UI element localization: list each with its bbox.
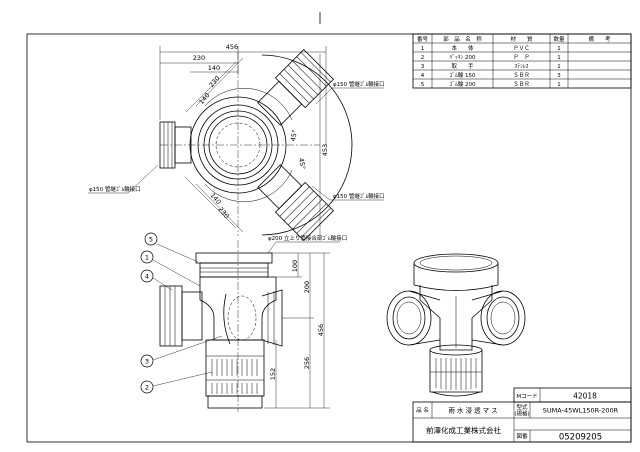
sheet-border: [26, 33, 632, 443]
table-cell: 1: [557, 55, 561, 61]
dim-256: 256: [303, 357, 311, 369]
dim-100: 100: [291, 260, 299, 272]
table-cell: ＳＢＲ: [513, 72, 530, 79]
dim-140: 140: [208, 64, 220, 72]
balloon-4-label: 4: [145, 273, 149, 281]
dim-152: 152: [269, 368, 277, 380]
dim-140-diag-bottom: 140: [208, 191, 222, 206]
table-cell: ＰＶＣ: [513, 45, 530, 52]
balloon-3-label: 3: [145, 358, 149, 366]
model-label-sub: (規格): [514, 410, 529, 418]
col-header-note: 備 考: [588, 35, 611, 43]
product-name-label: 品 名: [416, 406, 429, 414]
riser-callout: φ200 立上り管接合部ｺﾞﾑ輪接口: [268, 234, 347, 242]
side-view: [152, 240, 340, 412]
table-cell: ｽﾃﾝﾚｽ: [515, 63, 529, 70]
table-cell: 1: [421, 46, 425, 52]
callout-lower-right: φ150 管継ｺﾞﾑ輪接口: [333, 192, 385, 200]
dim-230-diag-top: 230: [207, 74, 221, 89]
title-block-text: Mコード 42018 品 名 雨 水 浸 透 マ ス 型式 (規格) SUMA-…: [416, 392, 619, 443]
dim-200: 200: [303, 281, 311, 293]
part-balloons: 5 1 4 3 2: [140, 232, 158, 394]
balloon-2: [140, 380, 154, 394]
dim-456: 456: [226, 43, 238, 51]
table-cell: 1: [557, 64, 561, 70]
table-cell: ﾊﾟｯｷﾝ 200: [450, 54, 476, 61]
model-label: 型式: [516, 403, 528, 411]
balloon-1-label: 1: [145, 254, 149, 262]
table-cell: Ｐ Ｐ: [513, 54, 530, 61]
col-header-material: 材 質: [510, 35, 533, 43]
isometric-view: [386, 253, 526, 397]
angle-45-bottom: 45°: [297, 157, 307, 170]
title-block: [412, 387, 632, 443]
table-cell: 4: [421, 73, 425, 79]
callout-upper-right: φ150 管継ｺﾞﾑ輪接口: [333, 80, 385, 88]
table-cell: 5: [421, 82, 425, 88]
table-cell: ｺﾞﾑ輪 150: [450, 71, 476, 79]
callout-left: φ150 管継ｺﾞﾑ輪接口: [89, 185, 141, 193]
drawing-number-label: 図番: [516, 433, 528, 440]
dim-453: 453: [321, 144, 329, 156]
dim-140-diag-top: 140: [197, 91, 211, 106]
balloon-4: [140, 269, 154, 283]
mcode-value: 42018: [573, 392, 597, 401]
balloon-5-label: 5: [149, 236, 153, 244]
table-cell: ｺﾞﾑ輪 200: [450, 80, 476, 88]
plan-view: [88, 46, 384, 242]
balloon-2-label: 2: [145, 384, 149, 392]
table-cell: 取 手: [451, 62, 474, 70]
parts-table: [412, 33, 632, 89]
balloon-1: [140, 250, 154, 264]
parts-table-text: 番号 部 品 名 称 材 質 数量 備 考 1 本 体 ＰＶＣ 1 2 ﾊﾟｯｷ…: [417, 35, 611, 88]
table-cell: 本 体: [451, 44, 474, 52]
product-name: 雨 水 浸 透 マ ス: [448, 406, 497, 415]
angle-45-top: 45°: [289, 129, 299, 142]
side-view-labels: φ200 立上り管接合部ｺﾞﾑ輪接口 100 200 456 256 152: [268, 234, 347, 380]
balloon-3: [140, 354, 154, 368]
col-header-no: 番号: [417, 36, 429, 43]
balloon-5: [144, 232, 158, 246]
table-cell: 2: [421, 55, 425, 61]
table-cell: 3: [557, 73, 561, 79]
col-header-name: 部 品 名 称: [443, 35, 482, 43]
dim-230-diag-bottom: 230: [216, 205, 230, 220]
iso-perforation-slots: [430, 358, 482, 390]
company-name: 前澤化成工業株式会社: [426, 425, 501, 435]
plan-dimension-labels: 456 230 140 230 140 140 230 453 45° 45° …: [89, 43, 385, 220]
table-cell: 1: [557, 82, 561, 88]
table-cell: 1: [557, 46, 561, 52]
dim-230: 230: [193, 54, 205, 62]
drawing-number: 05209205: [559, 433, 602, 443]
perforation-slots: [211, 359, 258, 394]
model-number: SUMA-45WL150R-200R: [543, 407, 619, 415]
table-cell: 3: [421, 64, 425, 70]
col-header-qty: 数量: [553, 35, 565, 43]
table-cell: ＳＢＲ: [513, 81, 530, 88]
mcode-label: Mコード: [516, 393, 537, 400]
dim-456-vertical: 456: [317, 324, 325, 336]
